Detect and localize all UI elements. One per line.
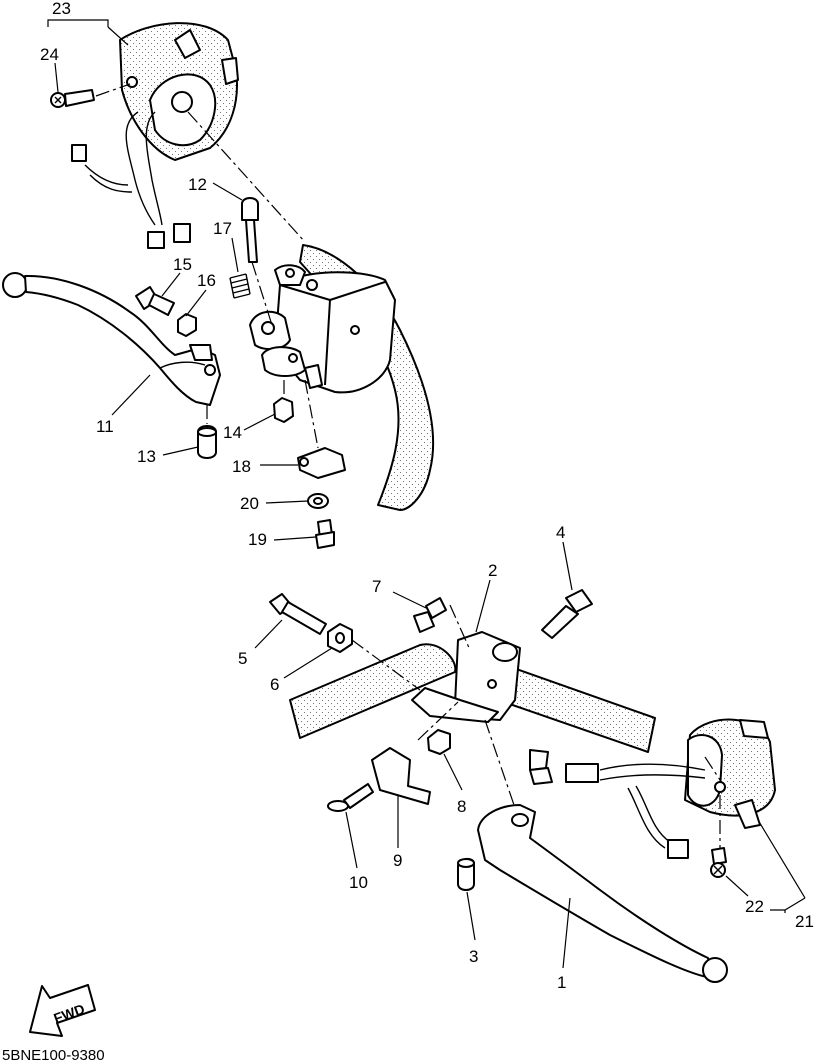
- washer-20: [307, 493, 329, 509]
- bracket-9: [371, 747, 431, 805]
- label-1: 1: [557, 973, 566, 992]
- screw-24: [50, 89, 95, 108]
- label-17: 17: [213, 219, 232, 238]
- label-19: 19: [248, 530, 267, 549]
- pivot-bolt-12: [241, 197, 259, 263]
- screw-22: [710, 847, 727, 878]
- label-23: 23: [52, 0, 71, 18]
- label-13: 13: [137, 447, 156, 466]
- bolt-15: [135, 286, 175, 316]
- label-12: 12: [188, 175, 207, 194]
- left-switch-wiring: [529, 749, 706, 859]
- bolt-4: [541, 589, 593, 639]
- label-3: 3: [469, 947, 478, 966]
- label-22: 22: [745, 897, 764, 916]
- nut-6: [327, 623, 353, 653]
- bolt-5: [269, 593, 327, 635]
- label-11: 11: [96, 417, 114, 436]
- brake-switch-18: [297, 447, 346, 479]
- label-18: 18: [232, 457, 251, 476]
- fwd-arrow-icon: FWD: [29, 984, 96, 1037]
- leader-lines: [47, 19, 806, 969]
- brake-lever-11: [2, 272, 221, 406]
- label-14: 14: [223, 423, 242, 442]
- drawing-code: 5BNE100-9380: [2, 1047, 105, 1063]
- right-switch-housing: [119, 22, 239, 161]
- label-9: 9: [393, 851, 402, 870]
- master-cylinder: [249, 264, 396, 394]
- screw-10: [327, 783, 374, 812]
- nut-14: [273, 397, 294, 423]
- nut-16: [177, 313, 197, 337]
- screw-7: [413, 597, 447, 633]
- label-8: 8: [457, 797, 466, 816]
- spring-17: [229, 273, 251, 299]
- label-7: 7: [372, 577, 381, 596]
- left-switch-housing: [684, 718, 776, 829]
- screw-19: [315, 519, 335, 549]
- label-21: 21: [795, 912, 814, 931]
- label-15: 15: [173, 255, 192, 274]
- label-24: 24: [40, 45, 59, 64]
- label-4: 4: [556, 523, 565, 542]
- label-10: 10: [349, 873, 368, 892]
- clutch-lever-1: [477, 804, 728, 983]
- collar-13: [197, 425, 217, 459]
- label-16: 16: [197, 271, 216, 290]
- label-6: 6: [270, 675, 279, 694]
- switch-wire-harness: [71, 111, 191, 249]
- label-5: 5: [238, 649, 247, 668]
- collar-3: [457, 858, 475, 891]
- callout-labels: 23 24 12 17 15 16 11 13 14 18 20 19 4 7 …: [40, 0, 814, 992]
- label-20: 20: [240, 494, 259, 513]
- label-2: 2: [488, 561, 497, 580]
- nut-8: [427, 729, 451, 755]
